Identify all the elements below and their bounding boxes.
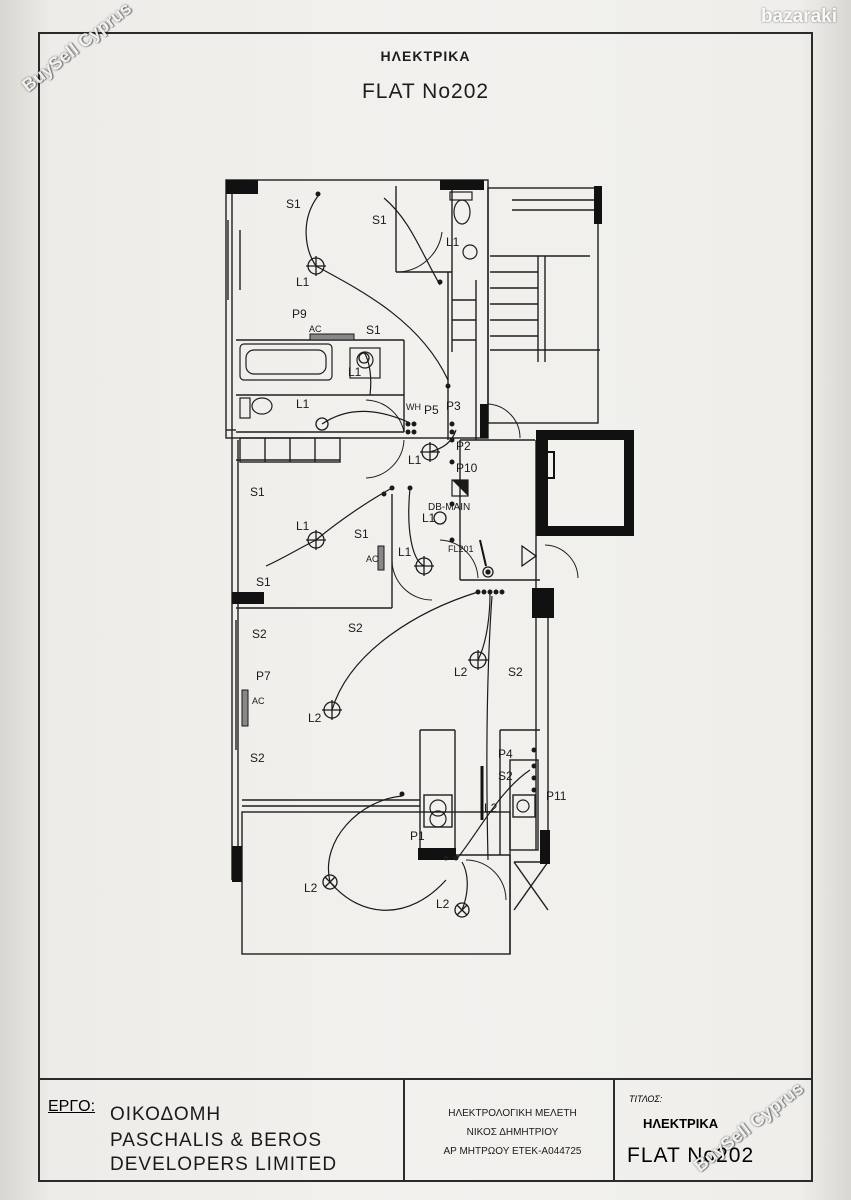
title-label: ΤΙΤΛΟΣ:	[629, 1094, 663, 1104]
label-p1: P1	[410, 829, 425, 843]
title-block: ΕΡΓΟ: ΟΙΚΟΔΟΜΗ PASCHALIS & BEROS DEVELOP…	[40, 1078, 811, 1182]
sheet-title: ΗΛΕΚΤΡΙΚΑ	[380, 48, 471, 64]
label-l1: L1	[422, 511, 436, 525]
label-p9: P9	[292, 307, 307, 321]
light-fixtures	[306, 256, 494, 918]
label-s1: S1	[366, 323, 381, 337]
wiring	[265, 195, 531, 911]
label-l2: L2	[484, 801, 498, 815]
label-p2: P2	[456, 439, 471, 453]
drawing-frame	[38, 32, 813, 1182]
label-s2: S2	[252, 627, 267, 641]
switch-points	[315, 191, 537, 861]
label-ac: AC	[252, 696, 265, 706]
lift-interior	[548, 440, 624, 526]
wall-columns	[226, 180, 602, 882]
bazaraki-logo: bazaraki	[760, 6, 837, 27]
plan-labels: S1 S1 L1 L1 P9 AC S1 L1 L1 WH P5 P3 P2 L…	[250, 197, 567, 911]
label-p3: P3	[446, 399, 461, 413]
ac-unit-icon	[241, 689, 249, 727]
label-s1: S1	[250, 485, 265, 499]
label-l1: L1	[296, 275, 310, 289]
label-s1: S1	[286, 197, 301, 211]
label-l2: L2	[304, 881, 318, 895]
sanitary-fixtures	[239, 191, 530, 828]
label-s1: S1	[354, 527, 369, 541]
project-name-line: PASCHALIS & BEROS	[110, 1130, 322, 1151]
label-l2: L2	[308, 711, 322, 725]
label-ac: AC	[309, 324, 322, 334]
ac-unit-icon	[377, 545, 385, 571]
project-label: ΕΡΓΟ:	[48, 1098, 96, 1115]
label-s2: S2	[498, 769, 513, 783]
label-l1: L1	[398, 545, 412, 559]
label-s1: S1	[372, 213, 387, 227]
title-cell: ΤΙΤΛΟΣ: ΗΛΕΚΤΡΙΚΑ FLAT No202	[615, 1080, 811, 1182]
label-l1: L1	[296, 397, 310, 411]
project-cell: ΕΡΓΟ: ΟΙΚΟΔΟΜΗ PASCHALIS & BEROS DEVELOP…	[40, 1080, 405, 1182]
label-l1: L1	[348, 365, 362, 379]
label-p10: P10	[456, 461, 478, 475]
label-p4: P4	[498, 747, 513, 761]
label-l1: L1	[296, 519, 310, 533]
label-l1: L1	[446, 235, 460, 249]
title-flat: FLAT No202	[627, 1144, 755, 1167]
study-cell: ΗΛΕΚΤΡΟΛΟΓΙΚΗ ΜΕΛΕΤΗ ΝΙΚΟΣ ΔΗΜΗΤΡΙΟΥ ΑΡ …	[405, 1080, 615, 1182]
label-l2: L2	[454, 665, 468, 679]
label-db-main: DB-MAIN	[428, 502, 470, 513]
label-p7: P7	[256, 669, 271, 683]
label-p5: P5	[424, 403, 439, 417]
door-swings	[365, 231, 579, 901]
ac-unit-icon	[309, 333, 355, 341]
label-p11: P11	[546, 789, 567, 803]
label-s2: S2	[508, 665, 523, 679]
study-line: ΑΡ ΜΗΤΡΩΟΥ ΕΤΕΚ-Α044725	[443, 1146, 582, 1157]
title-text: ΗΛΕΚΤΡΙΚΑ	[643, 1116, 719, 1131]
flat-number: FLAT No202	[361, 80, 490, 103]
label-ac: AC	[366, 554, 379, 564]
project-name-line: ΟΙΚΟΔΟΜΗ	[110, 1104, 222, 1125]
label-s1: S1	[256, 575, 271, 589]
label-s2: S2	[250, 751, 265, 765]
study-line: ΗΛΕΚΤΡΟΛΟΓΙΚΗ ΜΕΛΕΤΗ	[448, 1108, 577, 1119]
label-l1: L1	[408, 453, 422, 467]
walls	[225, 179, 600, 955]
label-wh: WH	[406, 402, 421, 412]
label-s2: S2	[348, 621, 363, 635]
project-name-line: DEVELOPERS LIMITED	[110, 1154, 338, 1175]
label-l2: L2	[436, 897, 450, 911]
db-main-symbol	[452, 480, 468, 496]
label-fl201: FL201	[448, 544, 474, 554]
study-line: ΝΙΚΟΣ ΔΗΜΗΤΡΙΟΥ	[466, 1127, 559, 1138]
